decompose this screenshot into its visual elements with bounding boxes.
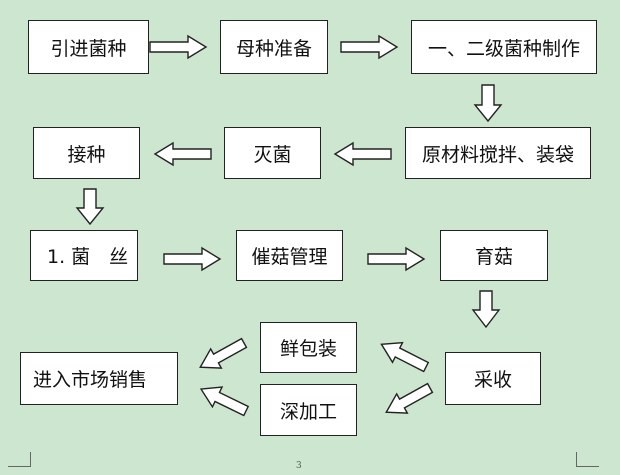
arrow-diagonal-icon xyxy=(199,386,250,417)
node-deep-process: 深加工 xyxy=(260,384,357,436)
node-mix-bag: 原材料搅拌、装袋 xyxy=(405,127,591,179)
arrow-right-icon xyxy=(340,34,399,60)
page-number: 3 xyxy=(296,461,302,471)
arrow-left-icon xyxy=(153,141,212,167)
node-sterilize: 灭菌 xyxy=(224,127,321,179)
arrow-right-icon xyxy=(149,34,208,60)
node-fruiting-mgmt: 催菇管理 xyxy=(236,230,343,281)
crop-mark-left xyxy=(8,452,31,467)
node-market: 进入市场销售 xyxy=(20,352,178,405)
arrow-right-icon xyxy=(163,246,222,272)
node-strain-production: 一、二级菌种制作 xyxy=(411,20,597,74)
arrow-right-icon xyxy=(367,246,426,272)
arrow-diagonal-icon xyxy=(385,382,434,414)
node-fresh-pack: 鲜包装 xyxy=(260,322,357,373)
node-inoculate: 接种 xyxy=(33,127,140,179)
arrow-left-icon xyxy=(333,141,392,167)
arrow-down-icon xyxy=(471,290,501,329)
crop-mark-right xyxy=(576,452,599,467)
arrow-diagonal-icon xyxy=(380,341,430,373)
node-intro-strain: 引进菌种 xyxy=(28,20,149,74)
node-harvest: 采收 xyxy=(445,352,541,405)
node-mycelium: 1. 菌 丝 xyxy=(30,230,138,281)
arrow-down-icon xyxy=(75,188,105,226)
node-grow-mushroom: 育菇 xyxy=(440,230,548,281)
arrow-down-icon xyxy=(473,84,503,123)
node-mother-strain: 母种准备 xyxy=(220,20,328,74)
arrow-diagonal-icon xyxy=(199,337,248,369)
